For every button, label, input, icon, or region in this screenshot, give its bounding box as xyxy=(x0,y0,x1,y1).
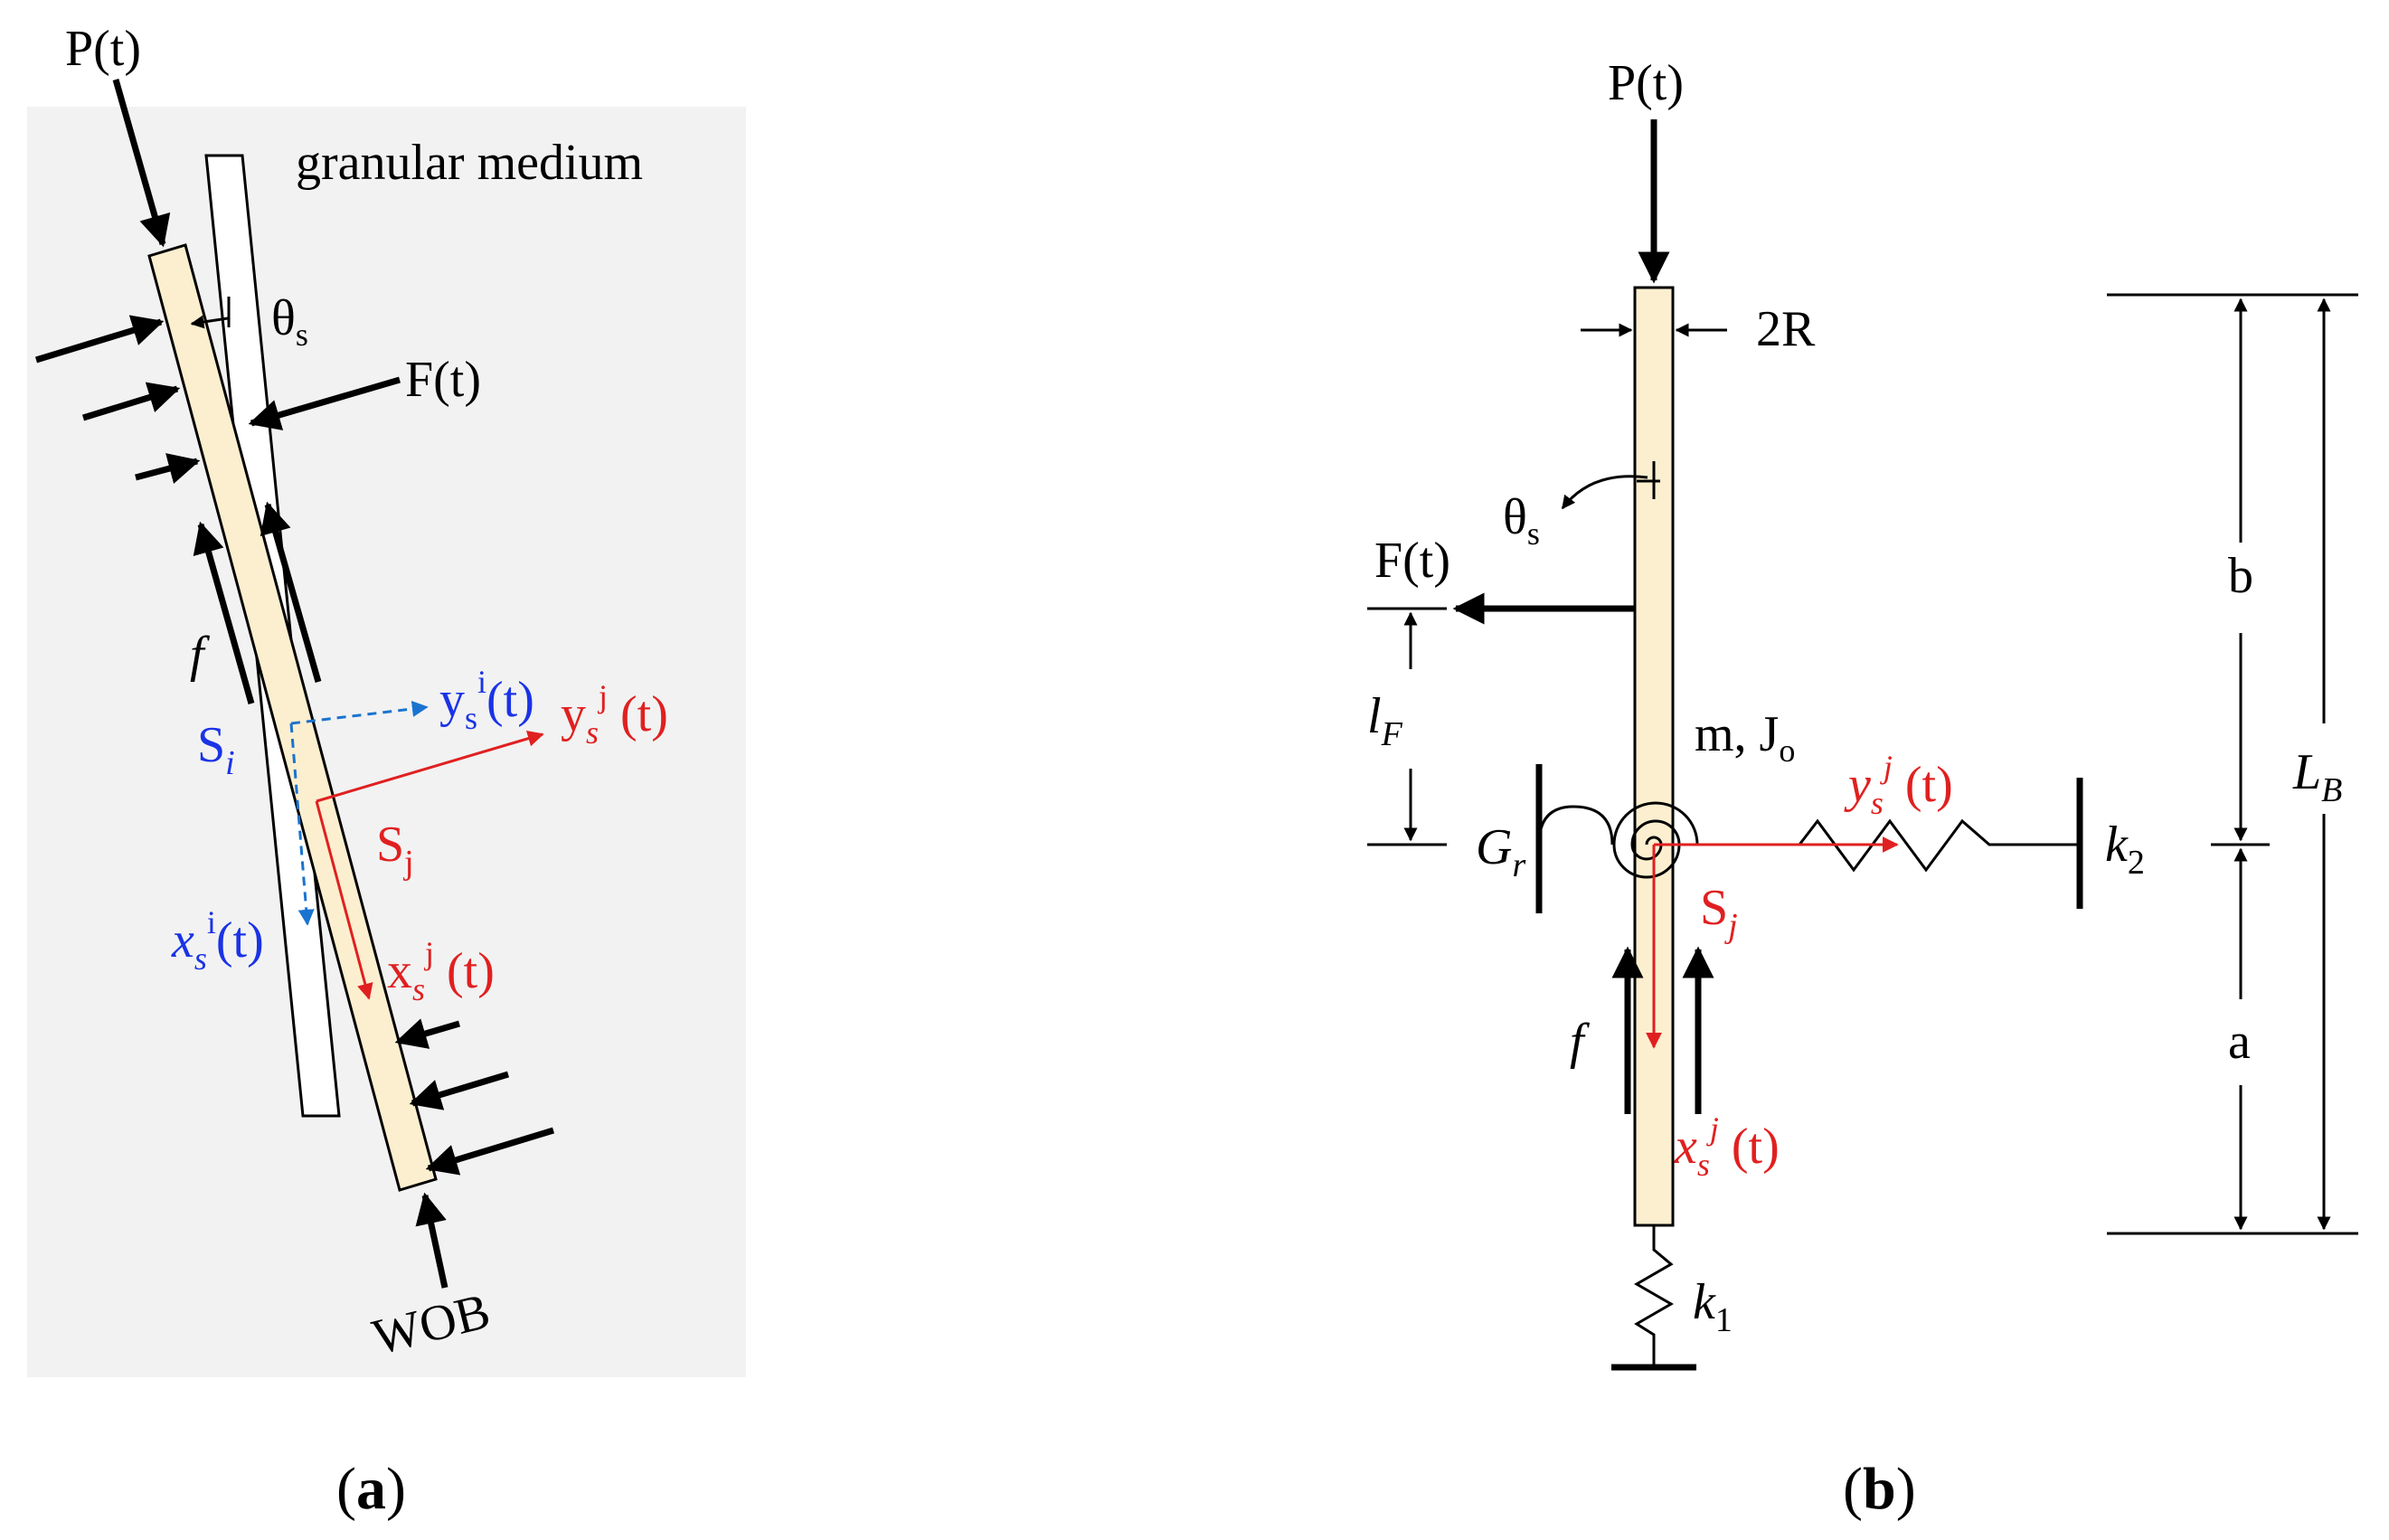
y-j-label: ysj(t) xyxy=(561,678,668,751)
caption-b: (b) xyxy=(1843,1456,1916,1522)
dim-b-label: b xyxy=(2228,548,2253,604)
y-j-axis xyxy=(316,730,544,803)
dim-L-label: LB xyxy=(2292,744,2342,809)
frame-j-label: Sj xyxy=(1700,880,1738,945)
rotational-spring-lead xyxy=(1537,805,1614,846)
rot-spring-label: Gr xyxy=(1476,819,1525,884)
friction-arrow-left xyxy=(193,521,255,704)
spring1-label: k1 xyxy=(1693,1274,1733,1339)
wob-arrow xyxy=(415,1192,449,1289)
medium-pressure-arrow xyxy=(135,453,201,484)
granular-medium-label: granular medium xyxy=(296,135,643,191)
friction-label: f xyxy=(1570,1014,1591,1070)
x-j-label: xsj(t) xyxy=(387,935,495,1007)
panel-a: granular medium P(t) θs F(t) f Si ysi(t)… xyxy=(27,21,746,1522)
dim-a-label: a xyxy=(2228,1014,2251,1070)
angle-label: θs xyxy=(271,290,308,353)
medium-pressure-arrow xyxy=(409,1071,510,1110)
diameter-label: 2R xyxy=(1756,301,1816,357)
x-j-label: xsj(t) xyxy=(1674,1110,1780,1183)
y-j-label: ysj(t) xyxy=(1844,749,1953,821)
force-label: F(t) xyxy=(405,352,481,408)
load-top-label: P(t) xyxy=(65,21,141,77)
medium-pressure-arrow xyxy=(34,315,165,364)
load-top-arrow xyxy=(112,79,171,248)
friction-arrow-right xyxy=(260,501,322,683)
frame-j-label: Sj xyxy=(376,817,414,882)
load-top-label: P(t) xyxy=(1608,55,1684,111)
x-i-axis xyxy=(289,723,315,926)
deformed-rod xyxy=(147,243,438,1192)
spring2-label: k2 xyxy=(2105,817,2145,882)
spring-k1 xyxy=(1634,1225,1674,1367)
y-i-axis xyxy=(290,700,429,725)
medium-pressure-arrow xyxy=(394,1018,460,1049)
panel-b: P(t) 2R θs F(t) lF m, Jo Gr k2 xyxy=(1367,55,2358,1522)
medium-pressure-arrow xyxy=(81,382,181,421)
angle-label: θs xyxy=(1503,489,1540,552)
x-j-axis xyxy=(315,800,373,1000)
angle-arrow xyxy=(190,315,229,329)
medium-pressure-arrow xyxy=(425,1127,555,1176)
force-label: F(t) xyxy=(1374,533,1450,589)
angle-arrow xyxy=(1561,475,1648,510)
caption-a: (a) xyxy=(336,1456,406,1522)
mass-label: m, Jo xyxy=(1695,706,1795,769)
x-i-label: xsi(t) xyxy=(171,904,264,977)
force-arrow xyxy=(248,376,401,430)
spring-k2 xyxy=(1759,818,2080,873)
y-i-label: ysi(t) xyxy=(439,664,534,736)
frame-i-label: Si xyxy=(197,717,235,782)
rod xyxy=(1633,286,1675,1227)
lever-label: lF xyxy=(1367,688,1403,753)
